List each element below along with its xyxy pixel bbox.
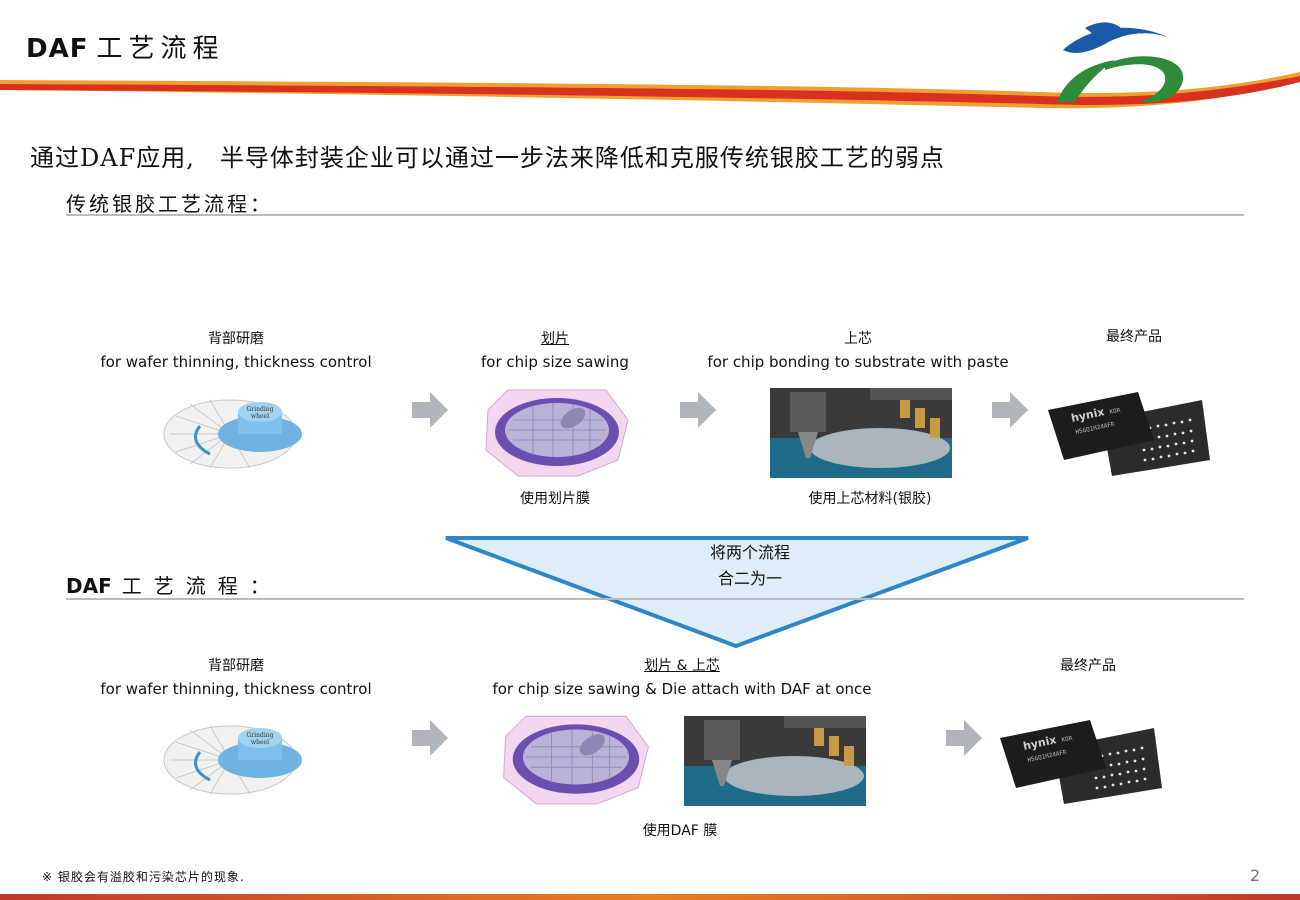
- daf-section-title-en: DAF: [66, 574, 112, 598]
- step-title: 划片: [541, 331, 569, 347]
- grinding-label-2: wheel: [251, 413, 269, 420]
- step-description: for wafer thinning, thickness control: [100, 353, 372, 371]
- traditional-section-title: 传统银胶工艺流程：: [66, 192, 273, 216]
- grinding-label-1: Grinding: [247, 406, 274, 413]
- process-arrow: [412, 392, 448, 428]
- grinding-wheel-image: Grinding wheel: [163, 399, 302, 469]
- step-title: 最终产品: [1106, 329, 1162, 345]
- step-note-sawing: 使用划片膜: [520, 491, 590, 507]
- merge-text-line1: 将两个流程: [709, 543, 790, 562]
- merge-triangle: [445, 536, 1029, 649]
- chip-code-1: KOR: [1109, 407, 1121, 416]
- footer-bar: [0, 894, 1300, 900]
- daf-step-caption-final: 最终产品: [1028, 655, 1148, 678]
- grinding-label-2: wheel: [251, 739, 269, 746]
- daf-section-title-zh: 工艺流程：: [121, 574, 282, 598]
- step-title: 最终产品: [1060, 658, 1116, 674]
- process-arrow: [946, 720, 982, 756]
- step-description: for chip size sawing & Die attach with D…: [492, 680, 872, 698]
- header-swoosh: [0, 72, 1300, 109]
- daf-step-caption-saw-attach: 划片 & 上芯 for chip size sawing & Die attac…: [486, 655, 878, 701]
- footnote: ※ 银胶会有溢胶和污染芯片的现象.: [42, 870, 245, 884]
- daf-section-title: DAF 工艺流程：: [66, 570, 282, 599]
- section-divider: [66, 598, 1244, 600]
- step-title: 背部研磨: [208, 331, 264, 347]
- final-chip-image: hynix KOR H5GQ1H24AFR: [1048, 392, 1210, 476]
- section-divider: [66, 214, 1244, 216]
- step-description: for wafer thinning, thickness control: [100, 680, 372, 698]
- merge-text-line2: 合二为一: [717, 569, 782, 588]
- step-title: 上芯: [844, 331, 872, 347]
- headline: 通过DAF应用, 半导体封装企业可以通过一步法来降低和克服传统银胶工艺的弱点: [30, 144, 945, 172]
- daf-step-caption-backgrind: 背部研磨 for wafer thinning, thickness contr…: [96, 655, 376, 701]
- step-caption-sawing: 划片 for chip size sawing: [455, 328, 655, 374]
- process-arrow: [412, 720, 448, 756]
- step-description: for chip bonding to substrate with paste: [707, 353, 1009, 371]
- dicing-wafer-image: [485, 389, 629, 477]
- grinding-label-1: Grinding: [247, 732, 274, 739]
- step-caption-bonding: 上芯 for chip bonding to substrate with pa…: [698, 328, 1018, 374]
- company-logo: [1057, 22, 1184, 103]
- page-number: 2: [1250, 866, 1261, 885]
- step-note-bonding: 使用上芯材料(银胶): [808, 491, 932, 507]
- daf-step-note: 使用DAF 膜: [642, 823, 718, 839]
- step-title: 背部研磨: [208, 658, 264, 674]
- step-caption-backgrind: 背部研磨 for wafer thinning, thickness contr…: [96, 328, 376, 374]
- dicing-wafer-image: [503, 715, 649, 805]
- step-caption-final: 最终产品: [1074, 326, 1194, 349]
- process-arrow: [992, 392, 1028, 428]
- page-title-zh: 工艺流程: [96, 34, 225, 64]
- process-arrow: [680, 392, 716, 428]
- grinding-wheel-image: Grinding wheel: [163, 725, 302, 795]
- die-bonder-image: [684, 716, 866, 806]
- page-title-en: DAF: [26, 34, 89, 64]
- step-title: 划片 & 上芯: [644, 658, 720, 674]
- step-description: for chip size sawing: [481, 353, 629, 371]
- die-bonder-image: [770, 388, 952, 478]
- chip-code-1: KOR: [1061, 735, 1073, 744]
- final-chip-image: hynix KOR H5GQ1H24AFR: [1000, 720, 1162, 804]
- merge-text: 将两个流程 合二为一: [650, 540, 850, 592]
